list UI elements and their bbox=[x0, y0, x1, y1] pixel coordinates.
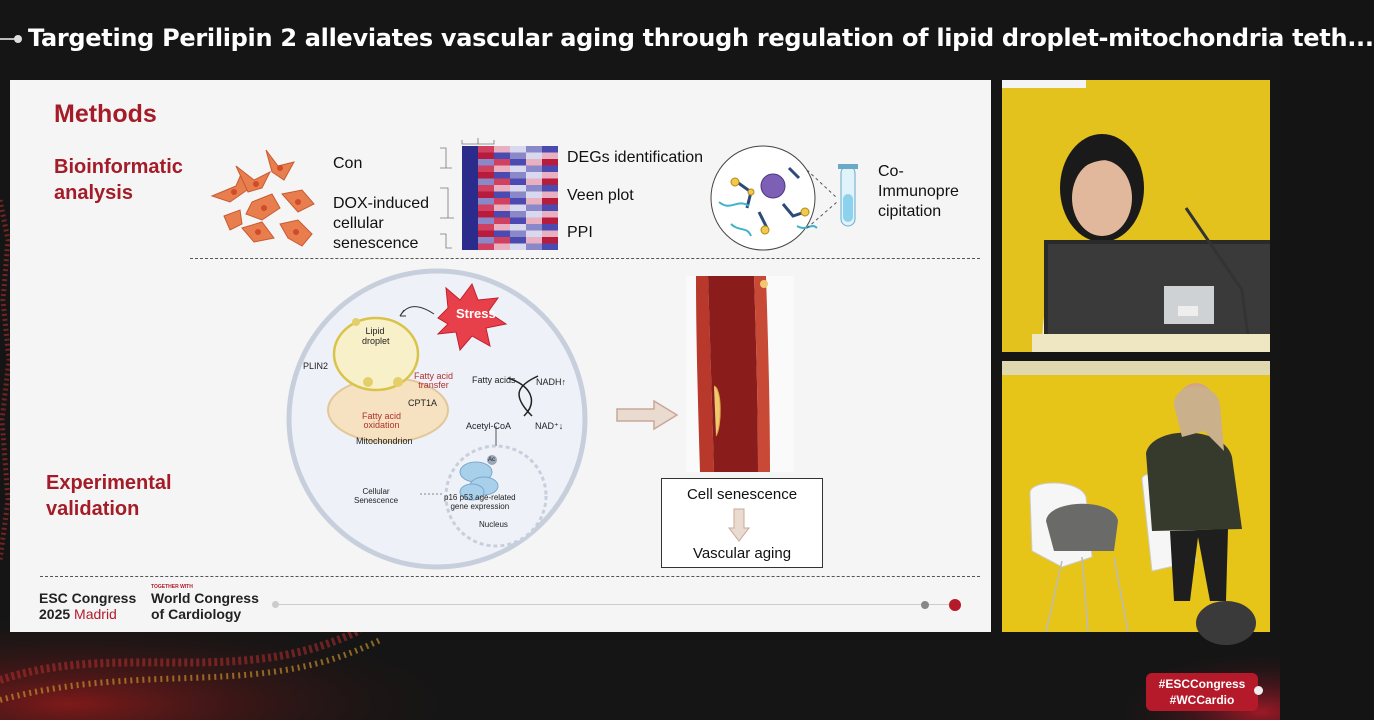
hashtag-wcc: #WCCardio bbox=[1169, 693, 1235, 707]
degs-label: DEGs identification bbox=[567, 149, 704, 166]
nucleus-label: Nucleus bbox=[479, 520, 508, 529]
stress-label: Stress bbox=[456, 306, 496, 321]
nadh-label: NADH↑ bbox=[536, 377, 567, 387]
mitochondrion-label: Mitochondrion bbox=[356, 436, 413, 446]
panelist-video-image bbox=[1002, 361, 1270, 645]
mechanism-diagram bbox=[286, 268, 588, 570]
fatty-acid-transfer-label: Fatty acid transfer bbox=[414, 371, 454, 390]
corner-dot-icon bbox=[1254, 686, 1263, 695]
dox-label: DOX-induced cellular senescence bbox=[333, 195, 430, 252]
progress-start-dot bbox=[272, 601, 279, 608]
bioinformatic-label: Bioinformatic analysis bbox=[54, 156, 183, 204]
down-arrow-icon bbox=[727, 508, 751, 542]
footer-divider bbox=[40, 576, 980, 577]
page-title: Targeting Perilipin 2 alleviates vascula… bbox=[28, 24, 1374, 52]
hashtag-badge: #ESCCongress #WCCardio bbox=[1146, 673, 1258, 711]
esc-logo: ESC Congress 2025 Madrid bbox=[39, 590, 137, 622]
cellular-senescence-label: Cellular Senescence bbox=[354, 487, 399, 505]
heatmap-image bbox=[438, 138, 558, 254]
ppi-label: PPI bbox=[567, 224, 593, 241]
vascular-aging-label: Vascular aging bbox=[692, 545, 792, 562]
cell-senescence-label: Cell senescence bbox=[686, 486, 798, 503]
con-label: Con bbox=[333, 155, 363, 172]
title-bar: Targeting Perilipin 2 alleviates vascula… bbox=[0, 0, 1374, 80]
right-arrow-icon bbox=[616, 399, 679, 431]
cpt1a-label: CPT1A bbox=[408, 398, 438, 408]
progress-line bbox=[0, 38, 16, 40]
speaker-video-image bbox=[1002, 80, 1270, 353]
live-indicator-icon bbox=[14, 35, 22, 43]
together-with-label: TOGETHER WITH bbox=[151, 584, 193, 590]
lipid-droplet-label: Lipid droplet bbox=[362, 326, 390, 346]
co-ip-label: Co- Immunopre cipitation bbox=[878, 163, 959, 220]
hashtag-esc: #ESCCongress bbox=[1158, 677, 1246, 691]
senescent-cells-image bbox=[210, 149, 315, 247]
acetyl-mark-label: Ac bbox=[488, 457, 496, 463]
slide-progress-track bbox=[274, 604, 960, 605]
wcc-logo: World Congress of Cardiology bbox=[151, 590, 259, 622]
presentation-slide: Methods Bioinformatic analysis Con DOX-i… bbox=[10, 80, 991, 632]
acetyl-coa-label: Acetyl-CoA bbox=[466, 421, 512, 431]
veen-plot-label: Veen plot bbox=[567, 187, 634, 204]
progress-end-dot bbox=[949, 599, 961, 611]
section-divider bbox=[190, 258, 980, 259]
panelist-camera-feed bbox=[1002, 361, 1270, 645]
co-ip-illustration bbox=[710, 145, 858, 251]
plin2-label: PLIN2 bbox=[303, 361, 329, 371]
nad-label: NAD⁺↓ bbox=[535, 421, 564, 431]
fatty-acid-oxidation-label: Fatty acid oxidation bbox=[362, 411, 402, 430]
test-tube-icon bbox=[838, 164, 858, 227]
experimental-label: Experimental validation bbox=[46, 472, 172, 520]
progress-mid-dot bbox=[921, 601, 929, 609]
blood-vessel-image bbox=[686, 276, 794, 472]
speaker-camera-feed bbox=[1002, 80, 1270, 353]
slide-heading: Methods bbox=[54, 100, 157, 128]
fatty-acids-label: Fatty acids bbox=[472, 375, 516, 385]
gene-expression-label: p16 p53 age-related gene expression bbox=[444, 493, 516, 511]
